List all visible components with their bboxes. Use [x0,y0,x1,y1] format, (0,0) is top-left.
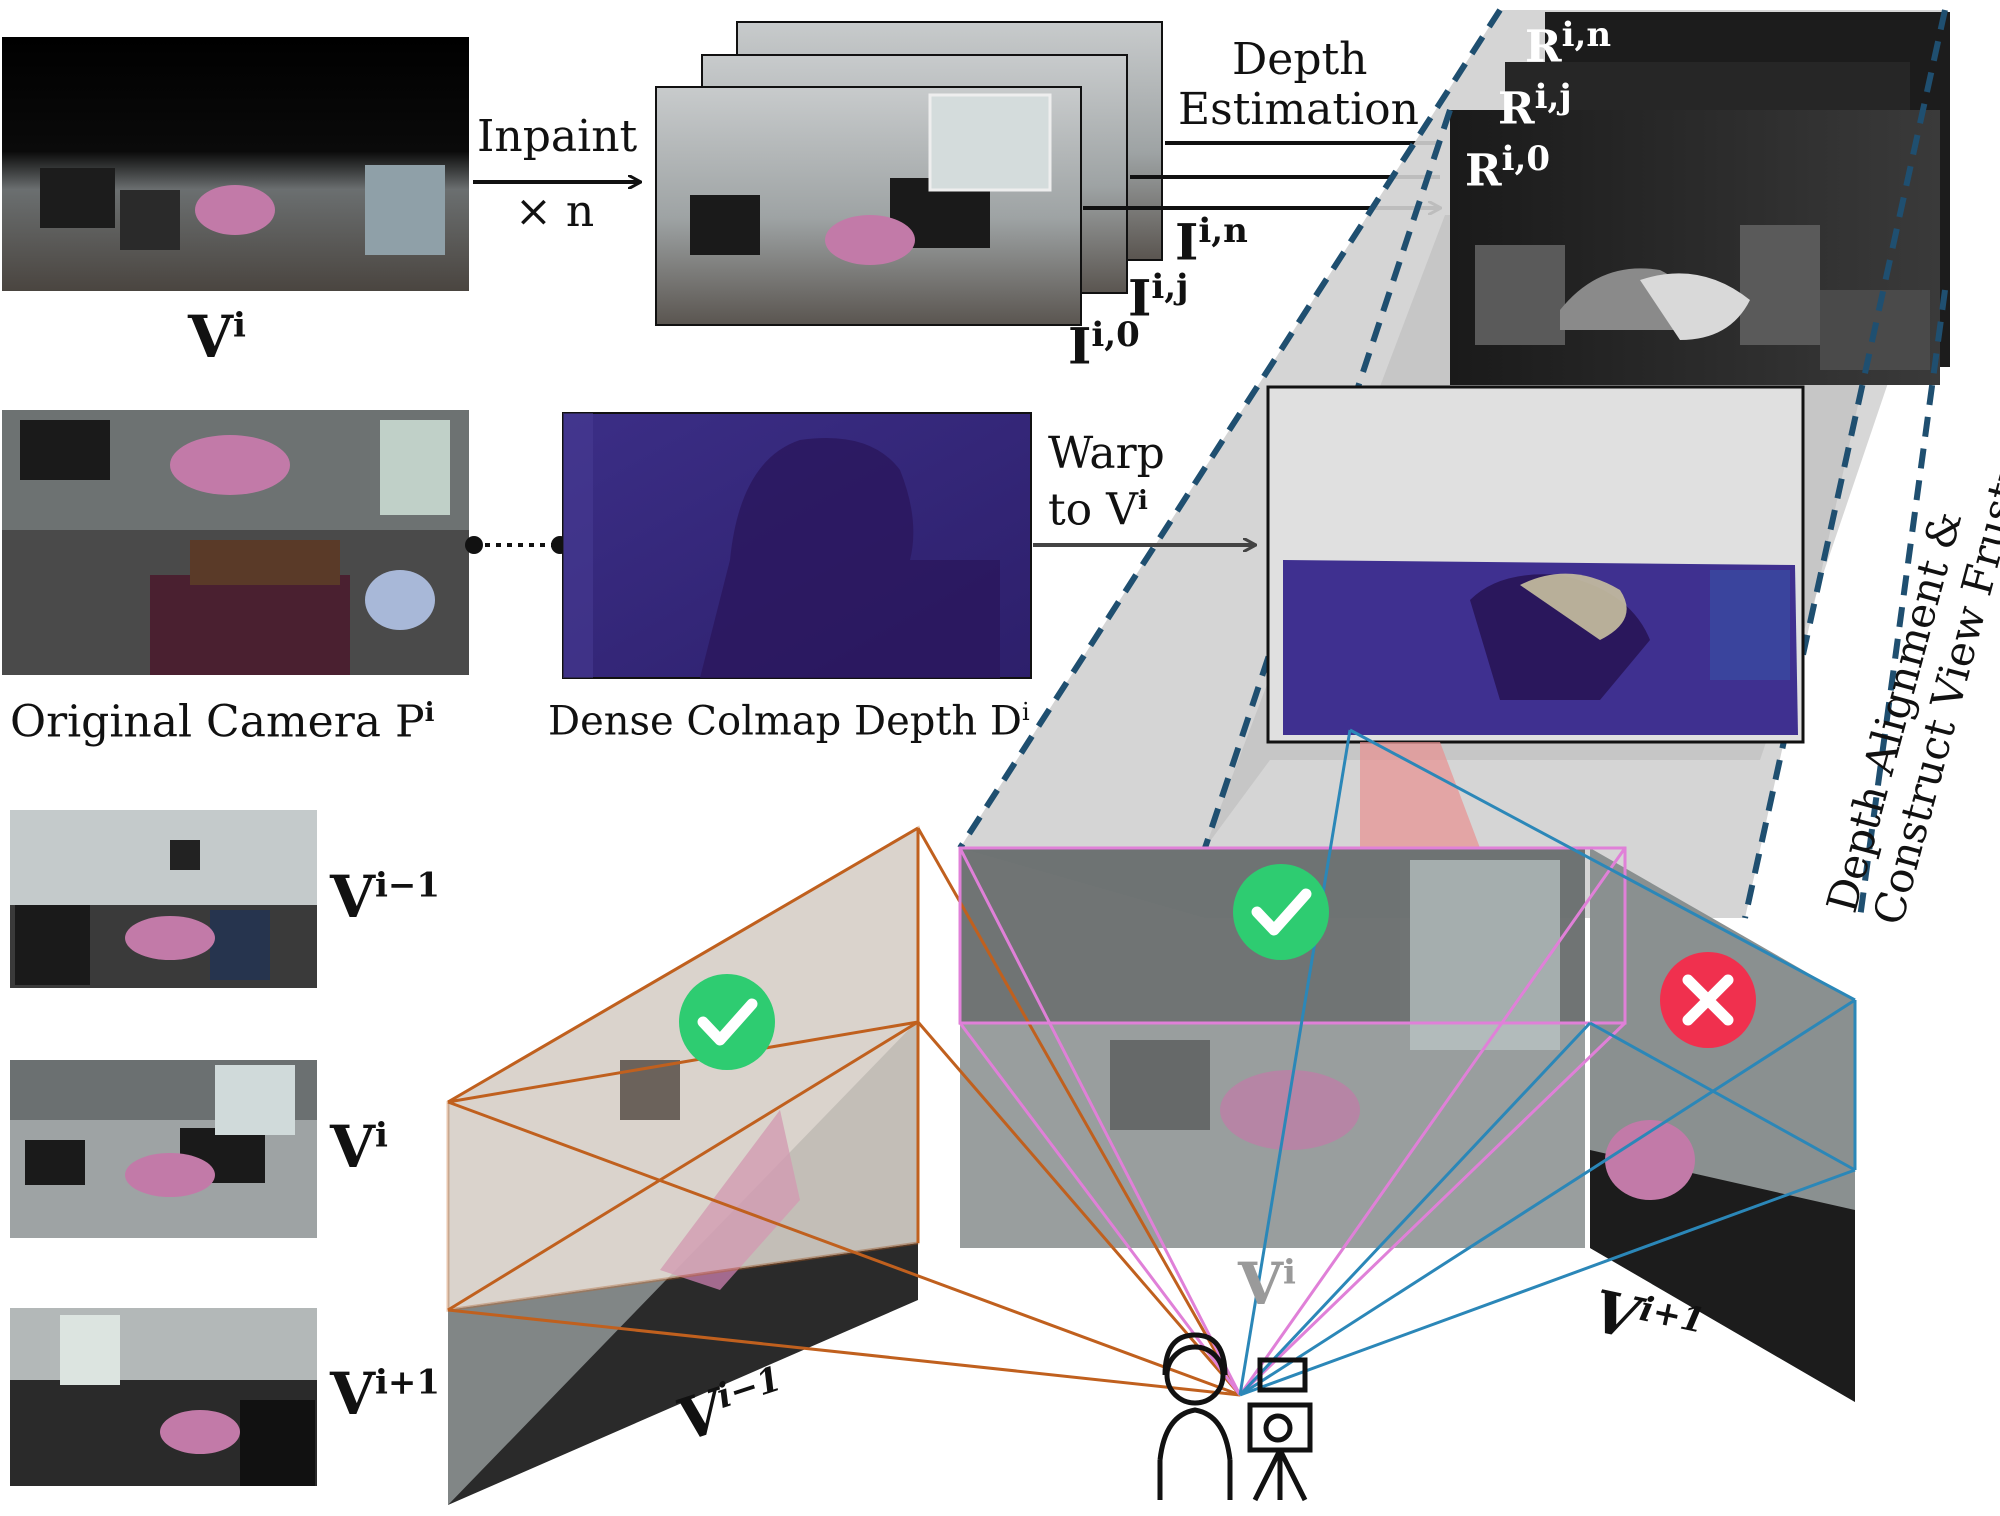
label-depth-estimation-1: Depth [1232,34,1368,85]
symbol-r: R [1498,83,1535,135]
label-vi-top: Vi [188,308,246,366]
sup-i: i [375,1115,388,1156]
label-i-0: Ii,0 [1068,318,1140,372]
label-dense-colmap: Dense Colmap Depth Di [548,700,1030,741]
label-i-j: Ii,j [1128,270,1188,324]
symbol-v: V [330,1360,376,1428]
label-warp-2: to Vi [1048,488,1148,533]
symbol-i: I [1068,316,1092,376]
symbol-v: V [330,1113,376,1181]
dense-colmap-text: Dense Colmap Depth D [548,698,1022,745]
left-view-panel [448,828,918,1505]
sup-im1: i−1 [375,865,441,906]
cross-badge-right [1660,952,1756,1048]
symbol-i: I [1175,212,1199,272]
sup-i0: i,0 [1091,315,1140,355]
right-view-panel [1590,848,1855,1402]
label-thumb-vip1: Vi+1 [330,1365,440,1423]
label-depth-estimation-2: Estimation [1178,84,1419,135]
check-badge-left [679,974,775,1070]
sup-ij: i,j [1151,267,1189,307]
warped-depth-panel [1266,385,1805,744]
original-camera-text: Original Camera P [10,696,425,748]
label-inpaint: Inpaint [477,111,638,162]
label-warp-1: Warp [1048,428,1165,479]
frustum-right [1238,728,1857,1397]
symbol-r: R [1465,145,1502,197]
thumbnail-vi [10,1060,317,1238]
label-times-n: × n [515,186,595,237]
sup-i0: i,0 [1501,139,1550,179]
sup-ip1: i+1 [375,1362,441,1403]
input-image-vi [2,37,469,291]
thumbnail-vip1 [10,1308,317,1486]
sup-ij: i,j [1534,77,1572,117]
label-r-0: Ri,0 [1465,142,1550,194]
dense-colmap-sup: i [1021,698,1030,726]
warp-to-text: to V [1048,484,1138,536]
depth-map-stack [1450,12,1950,385]
label-thumb-vim1: Vi−1 [330,868,440,926]
inpainted-frame-stack [655,21,1163,326]
thumbnail-vim1 [10,810,317,988]
label-r-n: Ri,n [1525,18,1611,70]
symbol-v: V [1238,1250,1284,1318]
warp-sup: i [1137,486,1148,516]
check-badge-center [1233,864,1329,960]
original-camera-image [2,410,469,675]
sup-in: i,n [1561,15,1612,55]
sup-in: i,n [1198,211,1248,251]
label-r-j: Ri,j [1498,80,1572,132]
sup-i: i [1283,1252,1296,1293]
symbol-r: R [1525,21,1562,73]
symbol-v: V [188,303,234,371]
frustum-left [446,825,1242,1397]
label-thumb-vi: Vi [330,1118,388,1176]
dotted-connector [465,536,569,554]
original-camera-sup: i [424,698,435,728]
label-frustum-vi: Vi [1238,1255,1296,1313]
label-i-n: Ii,n [1175,214,1248,268]
camera-operator-icon [1157,1332,1313,1502]
symbol-i: I [1128,268,1152,328]
colmap-depth-image [562,412,1032,679]
label-original-camera: Original Camera Pi [10,700,434,745]
center-shaft [1360,742,1480,848]
symbol-v: V [330,863,376,931]
sup-i: i [233,305,246,346]
